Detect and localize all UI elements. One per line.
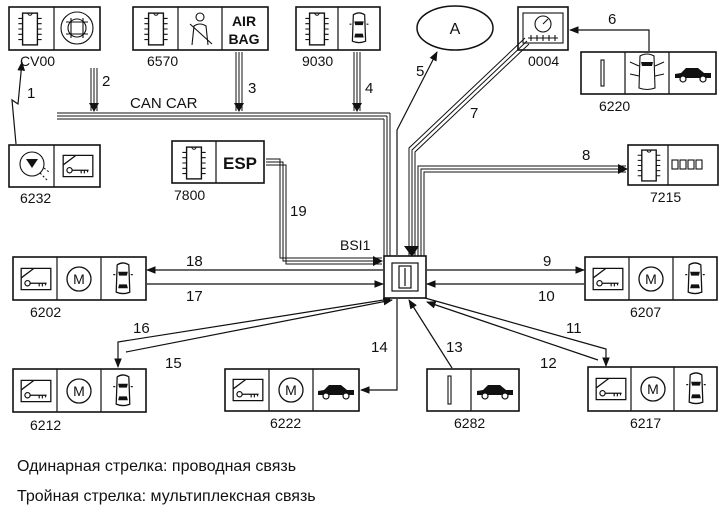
module-6222[interactable]: 6222	[224, 368, 360, 431]
module-7800[interactable]: ESP 7800	[171, 140, 265, 203]
link-6-label: 6	[608, 11, 616, 28]
link-15-label: 15	[165, 355, 182, 372]
instrument-cluster-icon	[522, 12, 564, 44]
module-6217[interactable]: 6217	[587, 366, 718, 431]
light-sensor-icon	[19, 151, 50, 181]
link-8: 8	[417, 147, 628, 256]
label-0004: 0004	[528, 53, 559, 69]
link-6: 6	[569, 11, 650, 51]
label-7215: 7215	[650, 189, 681, 205]
link-7: 7	[404, 37, 530, 257]
link-1: 1	[11, 61, 35, 145]
link-2: 2	[89, 68, 110, 112]
link-19-label: 19	[290, 203, 307, 220]
switch-icon	[447, 375, 452, 405]
link-13: 13	[408, 299, 463, 369]
link-19: 19	[266, 158, 383, 266]
link-12: 12	[426, 301, 599, 372]
link-2-label: 2	[102, 73, 110, 90]
link-14: 14	[360, 299, 398, 394]
link-12-label: 12	[540, 355, 557, 372]
oval-a-label: A	[450, 21, 461, 38]
link-4: 4	[352, 52, 373, 112]
link-18-label: 18	[186, 253, 203, 270]
module-6207[interactable]: 6207	[584, 256, 718, 320]
link-14-label: 14	[371, 339, 388, 356]
label-6202: 6202	[30, 304, 61, 320]
digital-display-icon	[671, 159, 703, 170]
legend-triple-arrow: Тройная стрелка: мультиплексная связь	[17, 488, 316, 505]
label-7800: 7800	[174, 187, 205, 203]
module-cv00[interactable]: CV00	[8, 6, 101, 69]
label-6232: 6232	[20, 190, 51, 206]
link-10-label: 10	[538, 288, 555, 305]
bus-label: CAN CAR	[130, 95, 198, 112]
steering-switch-icon	[60, 11, 94, 45]
legend-single-arrow: Одинарная стрелка: проводная связь	[17, 458, 296, 475]
link-1-label: 1	[27, 85, 35, 102]
link-13-label: 13	[446, 339, 463, 356]
can-bus: CAN CAR	[57, 95, 391, 256]
module-6232[interactable]: 6232	[8, 144, 101, 206]
module-6212[interactable]: 6212	[12, 368, 147, 433]
label-6222: 6222	[270, 415, 301, 431]
link-5-label: 5	[416, 63, 424, 80]
label-6212: 6212	[30, 417, 61, 433]
label-6207: 6207	[630, 304, 661, 320]
label-9030: 9030	[302, 53, 333, 69]
link-15: 15	[125, 297, 393, 372]
airbag-text-1: AIR	[232, 13, 256, 29]
label-cv00: CV00	[20, 53, 55, 69]
bsi-hub[interactable]: BSI1	[340, 237, 427, 299]
link-5: 5	[396, 51, 438, 255]
link-18: 18	[146, 253, 383, 274]
module-6570[interactable]: AIR BAG 6570	[132, 6, 269, 69]
esp-label: ESP	[223, 154, 257, 173]
module-9030[interactable]: 9030	[295, 6, 381, 69]
car-open-doors-icon	[629, 53, 665, 91]
module-7215[interactable]: 7215	[627, 144, 719, 205]
link-8-label: 8	[582, 147, 590, 164]
link-16: 16	[114, 298, 391, 368]
label-6217: 6217	[630, 415, 661, 431]
switch-icon	[600, 59, 605, 87]
label-6220: 6220	[599, 98, 630, 114]
link-17: 17	[147, 280, 384, 305]
oval-a[interactable]: A	[416, 5, 494, 51]
module-6220[interactable]: 6220	[580, 51, 717, 114]
link-10: 10	[426, 280, 584, 305]
link-9: 9	[427, 253, 585, 274]
airbag-text-2: BAG	[228, 31, 259, 47]
link-7-label: 7	[470, 105, 478, 122]
module-6202[interactable]: 6202	[12, 256, 147, 320]
link-11-label: 11	[566, 320, 582, 337]
link-3-label: 3	[248, 80, 256, 97]
label-6282: 6282	[454, 415, 485, 431]
seatbelt-icon	[189, 12, 213, 46]
link-4-label: 4	[365, 80, 373, 97]
link-17-label: 17	[186, 288, 203, 305]
module-0004[interactable]: 0004	[517, 6, 569, 69]
module-6282[interactable]: 6282	[426, 368, 520, 431]
label-6570: 6570	[147, 53, 178, 69]
link-9-label: 9	[543, 253, 551, 270]
link-16-label: 16	[133, 320, 150, 337]
link-11: 11	[424, 297, 610, 367]
link-3: 3	[234, 52, 256, 112]
hub-label: BSI1	[340, 237, 371, 253]
